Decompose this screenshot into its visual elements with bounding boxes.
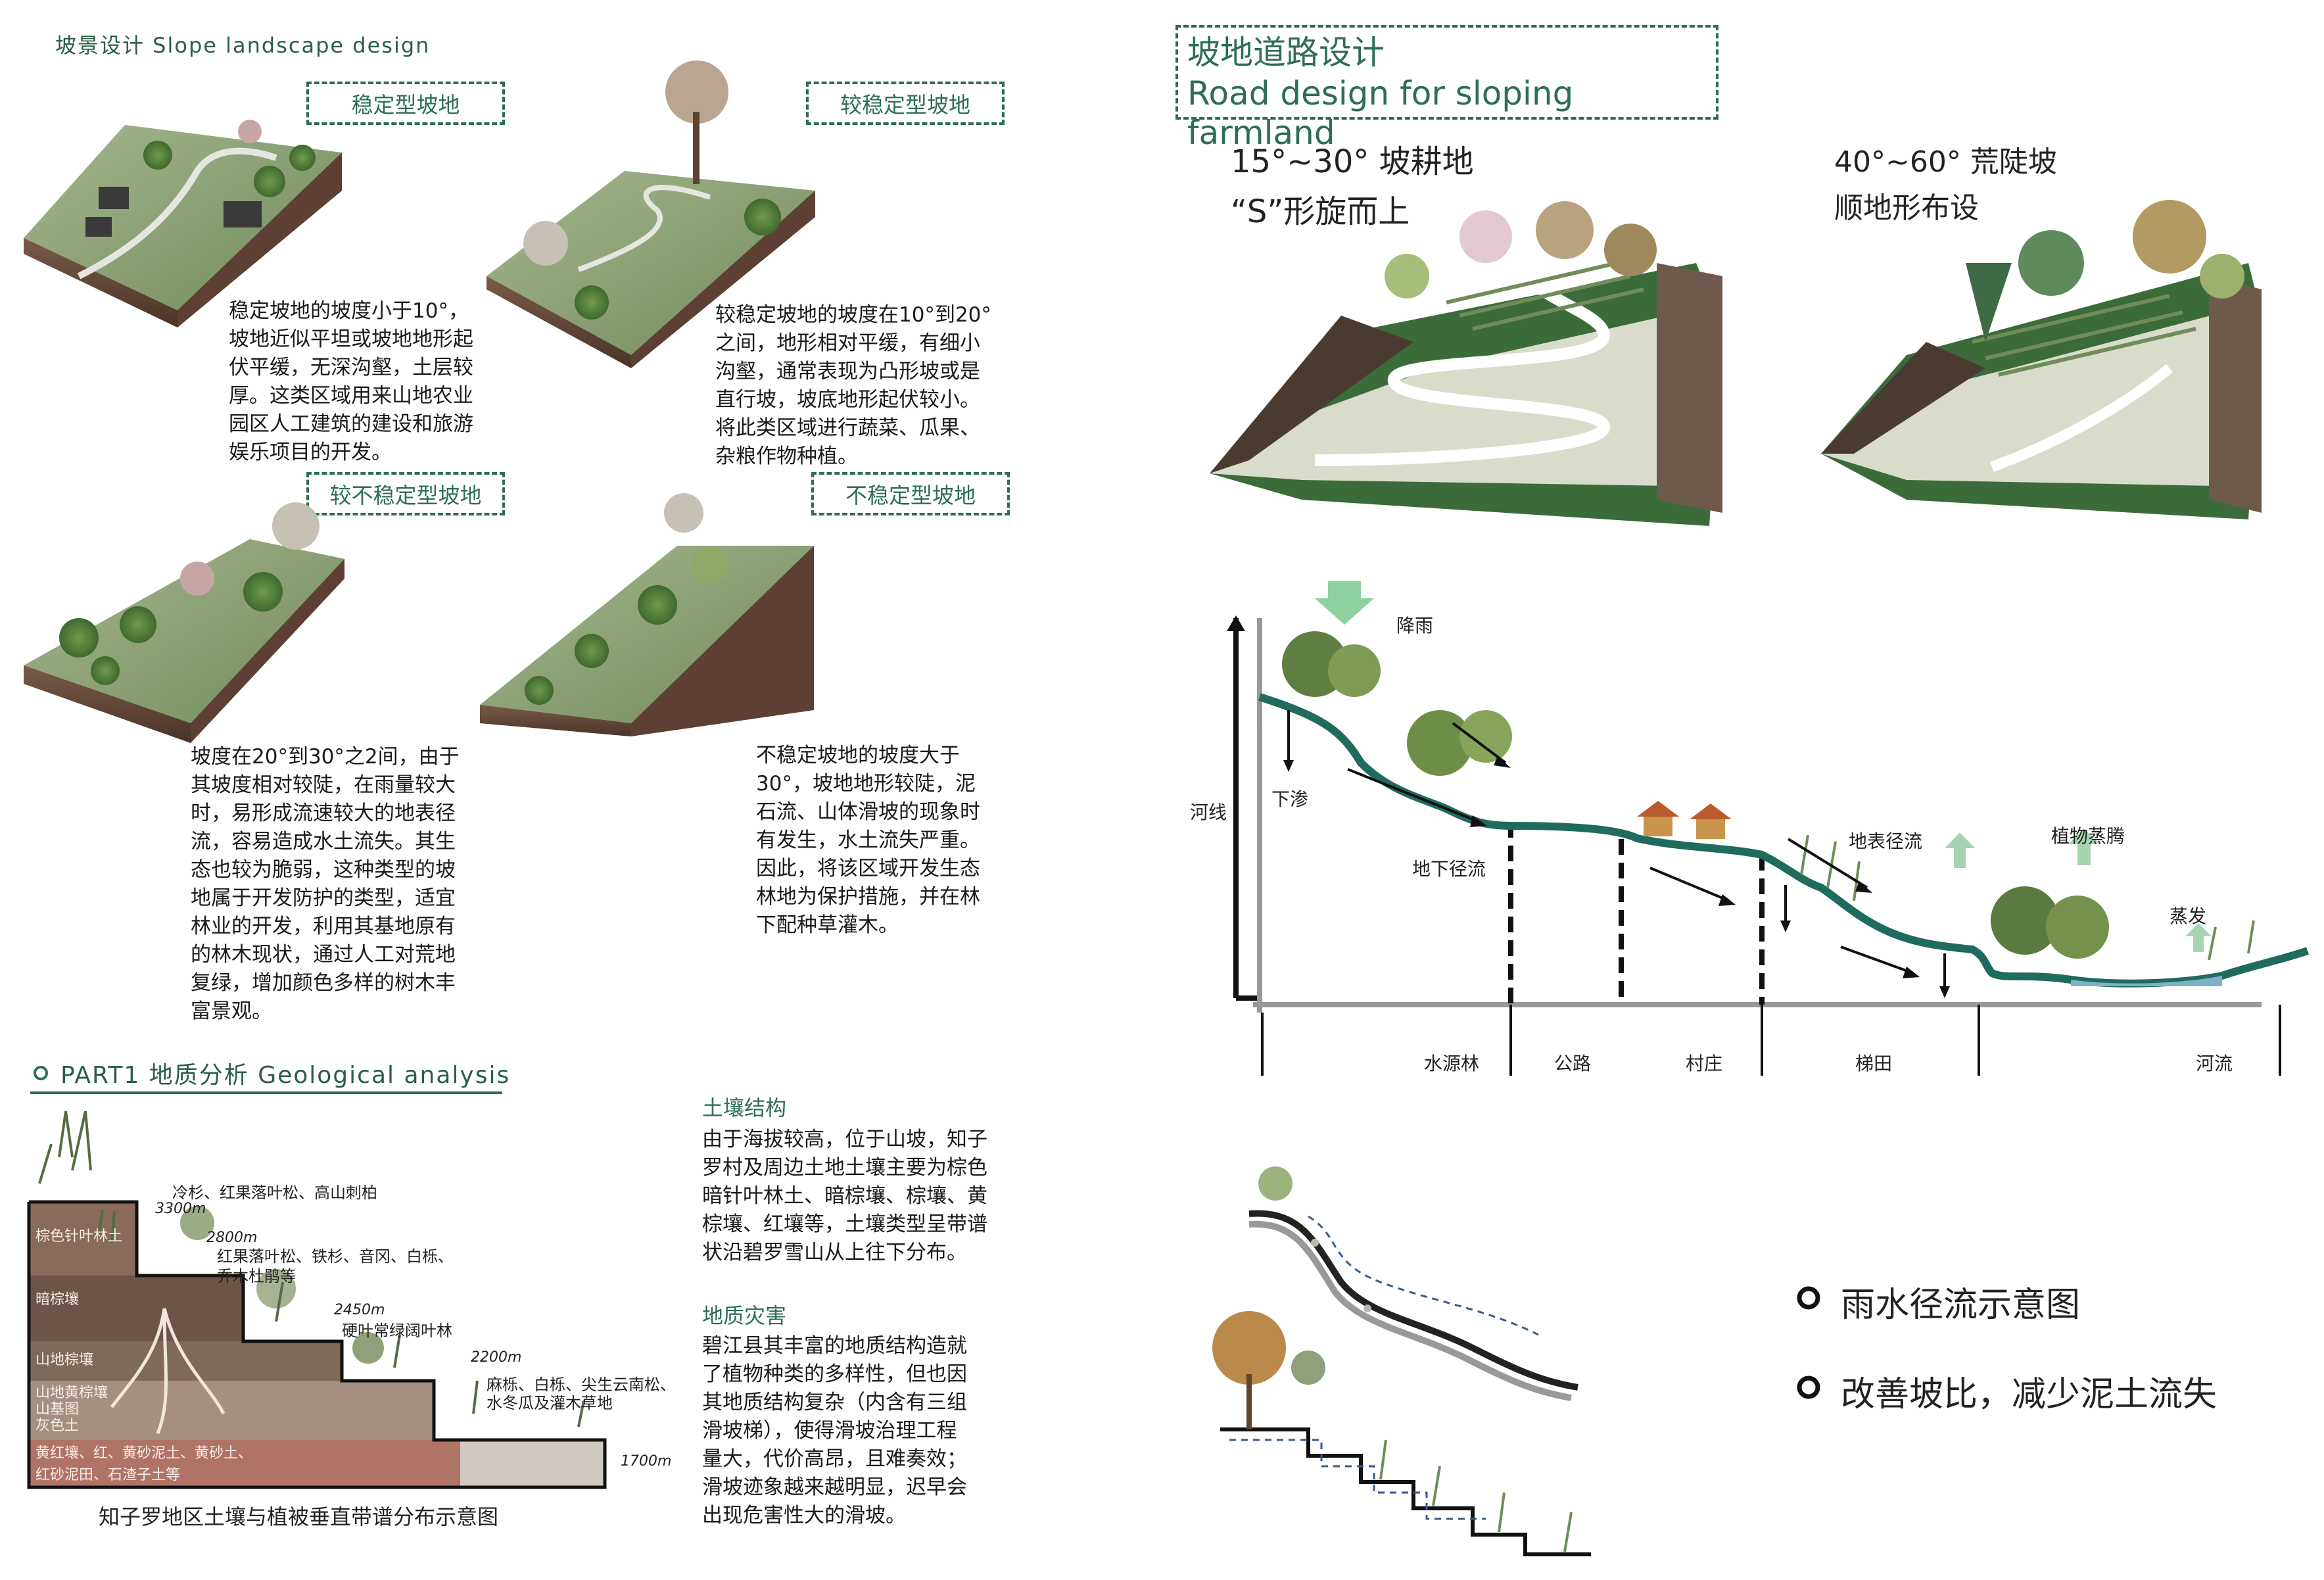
part1-heading: PART1 地质分析 Geological analysis — [60, 1062, 511, 1089]
road-design-title-box: 坡地道路设计 Road design for sloping farmland — [1175, 25, 1719, 152]
geo-hazard-heading: 地质灾害 — [702, 1303, 787, 1328]
evaporation-arrow-icon — [2185, 923, 2212, 952]
zone-terraces: 梯田 — [1855, 1053, 1893, 1074]
surface-vapour-arrow-icon — [1945, 832, 1975, 868]
s-road-terrain — [1210, 201, 1722, 526]
stable-slope-label: 稳定型坡地 — [306, 82, 505, 125]
zone-village: 村庄 — [1686, 1053, 1723, 1074]
terraced-slope-profile — [1212, 1311, 1591, 1556]
less-stable-slope-description: 坡度在20°到30°之2间，由于 其坡度相对较陡，在雨量较大 时，易形成流速较大… — [191, 745, 460, 1023]
rain-arrow-icon — [1315, 581, 1374, 625]
label-transpiration: 植物蒸腾 — [2051, 825, 2125, 847]
vegetation-label-2: 红果落叶松、铁杉、音冈、白栎、 乔木杜鹃等 — [217, 1247, 454, 1285]
label-evaporation: 蒸发 — [2170, 905, 2207, 927]
legend-bullet-2-icon — [1797, 1376, 1820, 1399]
natural-slope-profile — [1248, 1166, 1578, 1401]
elevation-2200: 2200m — [471, 1349, 522, 1366]
label-seep: 下渗 — [1271, 788, 1309, 810]
vegetation-label-4: 麻栎、白栎、尖生云南松、 水冬瓜及灌木草地 — [486, 1376, 676, 1412]
legend-slope-ratio: 改善坡比，减少泥土流失 — [1841, 1375, 2217, 1414]
road-design-title-cn: 坡地道路设计 — [1187, 34, 1385, 72]
road-right-title: 40°~60° 荒陡坡 顺地形布设 — [1834, 145, 2057, 225]
legend-bullet-1-icon — [1797, 1286, 1820, 1310]
elevation-2800: 2800m — [206, 1230, 258, 1246]
stable-slope-block — [24, 120, 342, 327]
unstable-slope-label: 不稳定型坡地 — [811, 472, 1010, 515]
legend-rain-runoff: 雨水径流示意图 — [1841, 1285, 2081, 1325]
slope-heading: 坡景设计 Slope landscape design — [55, 33, 431, 58]
zone-road: 公路 — [1554, 1053, 1592, 1074]
vegetation-label-1: 冷杉、红果落叶松、高山刺柏 — [172, 1184, 377, 1202]
fairly-stable-slope-block — [486, 60, 815, 368]
stable-slope-description: 稳定坡地的坡度小于10°， 坡地近似平坦或坡地地形起 伏平缓，无深沟壑，土层较 … — [229, 299, 473, 464]
zone-water-source-forest: 水源林 — [1424, 1053, 1480, 1074]
straight-road-terrain — [1821, 200, 2262, 519]
elevation-2450: 2450m — [334, 1302, 385, 1318]
soil-structure-text: 由于海拔较高，位于山坡，知子 罗村及周边土地土壤主要为棕色 暗针叶林土、暗棕壤、… — [702, 1128, 987, 1264]
transpiration-arrow-icon — [2068, 828, 2100, 865]
zone-river: 河流 — [2196, 1053, 2233, 1074]
unstable-slope-block — [480, 493, 814, 736]
elevation-1700: 1700m — [621, 1453, 672, 1470]
label-surface-runoff: 地表径流 — [1849, 830, 1923, 852]
less-stable-slope-block — [24, 502, 344, 743]
label-river-line: 河线 — [1190, 802, 1227, 823]
soil-label-1: 棕色针叶林土 — [36, 1228, 123, 1245]
vegetation-label-3: 硬叶常绿阔叶林 — [342, 1322, 452, 1340]
fairly-stable-slope-label: 较稳定型坡地 — [806, 82, 1005, 125]
label-underground-runoff: 地下径流 — [1412, 858, 1486, 880]
unstable-slope-description: 不稳定坡地的坡度大于 30°，坡地地形较陡，泥 石流、山体滑坡的现象时 有发生，… — [756, 744, 980, 937]
part1-bullet-icon — [34, 1066, 48, 1080]
soil-diagram-caption: 知子罗地区土壤与植被垂直带谱分布示意图 — [99, 1504, 499, 1529]
elevation-3300: 3300m — [155, 1201, 206, 1217]
fairly-stable-slope-description: 较稳定坡地的坡度在10°到20° 之间，地形相对平缓，有细小 沟壑，通常表现为凸… — [715, 303, 991, 468]
road-left-title: 15°~30° 坡耕地 “S”形旋而上 — [1231, 143, 1474, 230]
geo-hazard-text: 碧江县其丰富的地质结构造就 了植物种类的多样性，但也因 其地质结构复杂（内含有三… — [702, 1334, 967, 1527]
label-rain: 降雨 — [1396, 615, 1434, 636]
soil-label-5: 黄红壤、红、黄砂泥土、黄砂土、 红砂泥田、石渣子土等 — [36, 1445, 253, 1483]
less-stable-slope-label: 较不稳定型坡地 — [306, 472, 505, 515]
soil-label-3: 山地棕壤 — [36, 1352, 94, 1368]
soil-structure-heading: 土壤结构 — [702, 1095, 787, 1120]
soil-label-2: 暗棕壤 — [36, 1291, 80, 1308]
road-design-title-en: Road design for sloping farmland — [1187, 74, 1574, 152]
soil-label-4: 山地黄棕壤 山基图 灰色土 — [36, 1385, 108, 1434]
